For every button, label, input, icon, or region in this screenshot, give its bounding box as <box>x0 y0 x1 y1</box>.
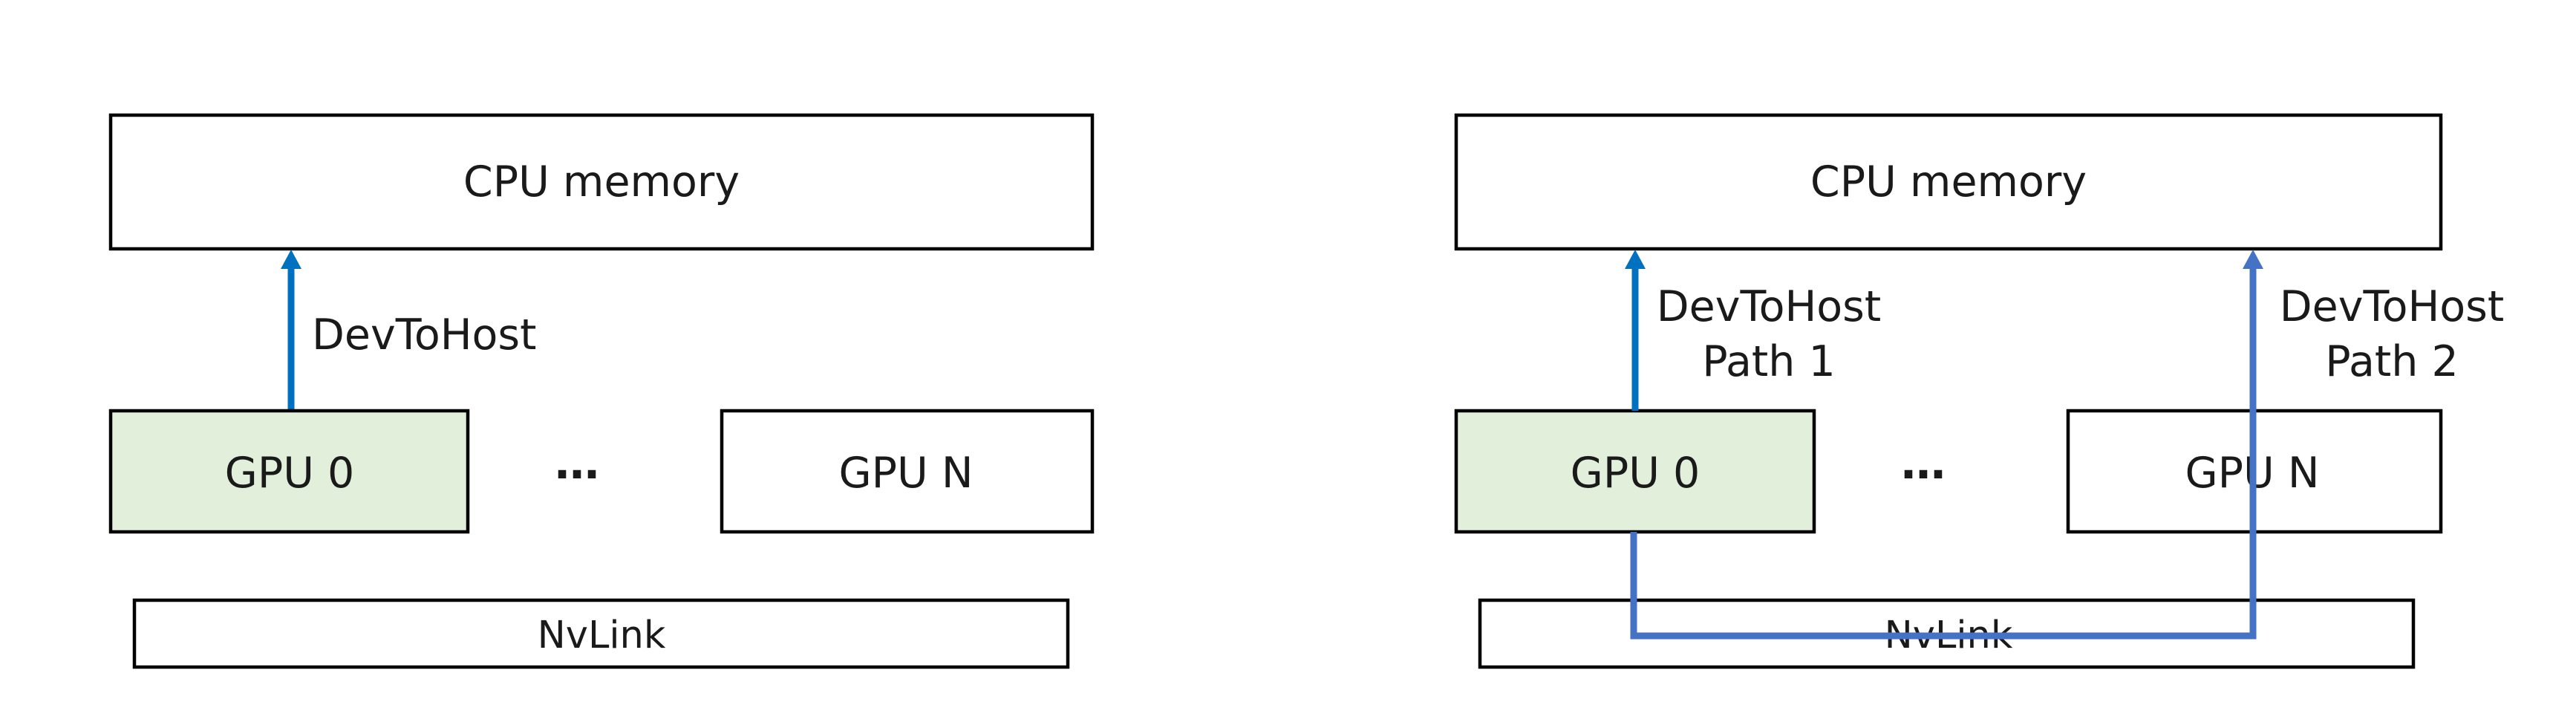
left-cpu-memory-label: CPU memory <box>463 157 740 207</box>
left-gpu0-box <box>108 409 470 534</box>
left-devtohost-arrowhead <box>281 250 301 269</box>
right-cpu-memory-label: CPU memory <box>1810 157 2087 207</box>
right-path1-label-line1: DevToHost <box>1657 282 1881 331</box>
left-devtohost-label: DevToHost <box>312 311 536 360</box>
right-path2-label-line1: DevToHost <box>2280 282 2504 331</box>
right-panel: CPU memory GPU 0 … GPU N NvLink DevToHos… <box>1454 113 2504 669</box>
right-path2-label-line2: Path 2 <box>2325 337 2459 386</box>
right-ellipsis: … <box>1901 438 1946 490</box>
right-path2-arrow <box>1630 264 2257 640</box>
left-gpu0-label: GPU 0 <box>225 449 355 498</box>
right-path1-arrowhead <box>1625 250 1646 269</box>
left-gpun-box <box>720 409 1095 534</box>
left-nvlink-box <box>132 598 1070 669</box>
right-path1-label-line2: Path 1 <box>1702 337 1836 386</box>
left-nvlink-label: NvLink <box>538 614 666 657</box>
left-ellipsis: … <box>555 438 599 490</box>
left-gpun-label: GPU N <box>838 449 973 498</box>
right-cpu-memory-box <box>1454 113 2443 251</box>
right-path2-arrowhead <box>2243 250 2263 269</box>
right-gpu0-box <box>1454 409 1816 534</box>
left-panel: CPU memory DevToHost GPU 0 … GPU N NvLin… <box>108 113 1095 669</box>
left-cpu-memory-box <box>108 113 1095 251</box>
right-gpu0-label: GPU 0 <box>1571 449 1701 498</box>
